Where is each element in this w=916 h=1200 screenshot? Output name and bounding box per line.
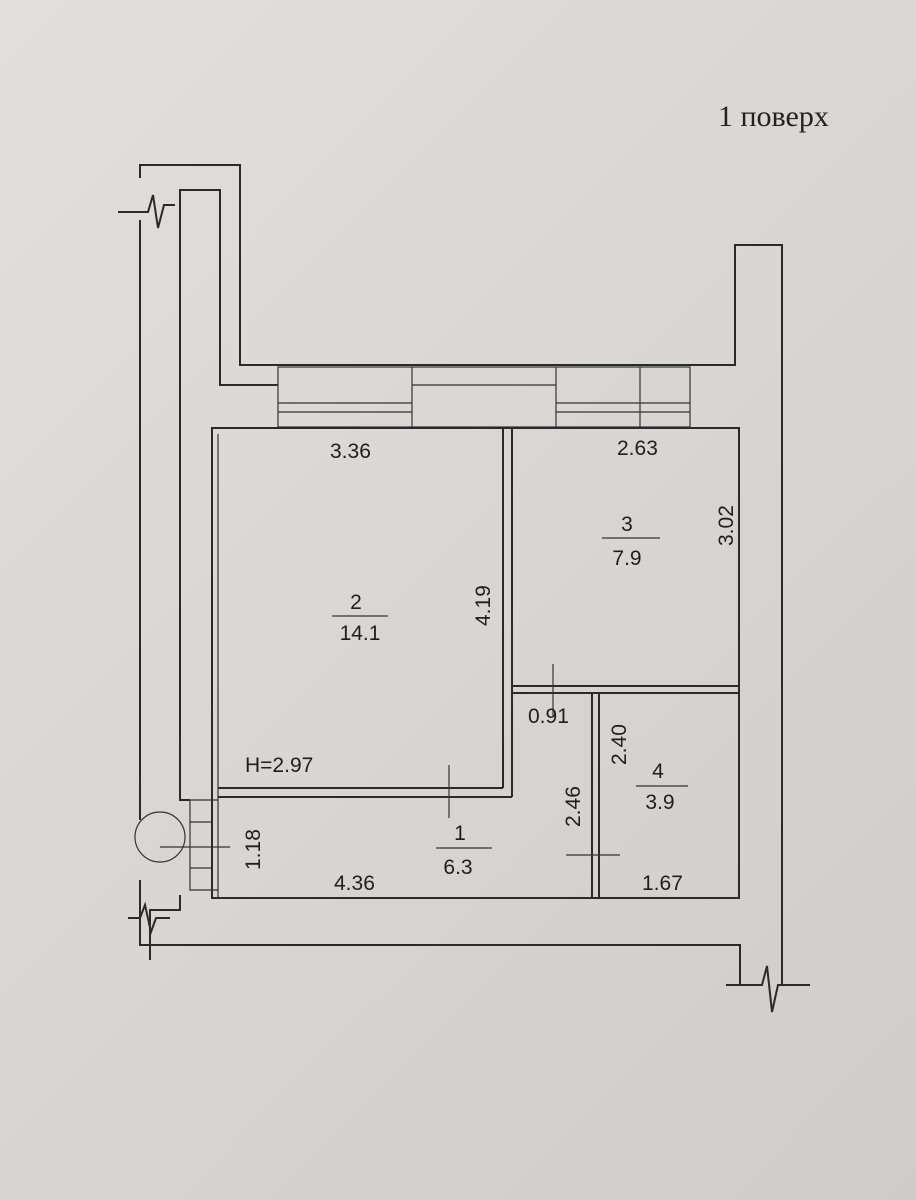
room-3-label: 3 7.9 (602, 513, 660, 570)
room-1-area: 6.3 (443, 856, 472, 879)
dim-corridor-length: 2.46 (562, 786, 585, 827)
door-marks (134, 664, 620, 863)
room-2-label: 2 14.1 (332, 591, 388, 645)
dim-room1-width: 1.18 (242, 829, 265, 870)
entry-door-arc (159, 811, 186, 863)
room-2-number: 2 (350, 591, 362, 614)
window-strip (277, 366, 691, 428)
dim-corridor-width: 0.91 (528, 705, 569, 728)
dim-room2-width: 3.36 (330, 440, 371, 463)
room-1-label: 1 6.3 (436, 822, 492, 879)
dim-room1-length: 4.36 (334, 872, 375, 895)
dim-room3-width: 2.63 (617, 437, 658, 460)
dim-room4-length: 2.40 (608, 724, 631, 765)
room-3-area: 7.9 (612, 547, 641, 570)
room-1-number: 1 (454, 822, 466, 845)
dim-room4-width: 1.67 (642, 872, 683, 895)
apartment-walls (189, 427, 740, 899)
room-3-number: 3 (621, 513, 633, 536)
room-2-area: 14.1 (340, 622, 381, 645)
room-4-number: 4 (652, 760, 664, 783)
floor-title: 1 поверх (718, 100, 829, 133)
room-4-label: 4 3.9 (636, 760, 688, 814)
room-4-area: 3.9 (645, 791, 674, 814)
dim-room3-length: 3.02 (715, 505, 738, 546)
dim-room2-length: 4.19 (472, 585, 495, 626)
ceiling-height: H=2.97 (245, 754, 313, 777)
outer-walls (118, 164, 810, 1013)
